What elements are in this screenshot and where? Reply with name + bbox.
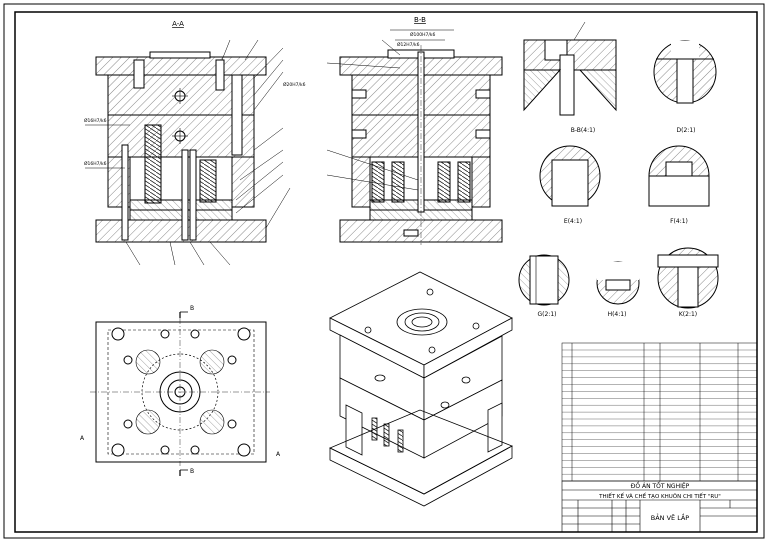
- bom-rows: [562, 349, 757, 475]
- detail-d-view: D(2:1): [653, 40, 717, 134]
- detail-bb-view: B-B(4:1): [523, 21, 617, 134]
- inner-border: [14, 11, 758, 533]
- detail-e-view: E(4:1): [539, 145, 601, 225]
- dim-d5: Ø100H7/k6: [410, 31, 436, 38]
- section-aa-label: A-A: [172, 20, 184, 28]
- detail-f-view: F(4:1): [648, 145, 710, 225]
- section-aa-view: A-A: [84, 20, 306, 266]
- dim-d4: Ø12H7/k6: [397, 41, 420, 48]
- detail-k-view: K(2:1): [657, 247, 719, 318]
- cut-mark-top: B: [190, 305, 194, 312]
- title-line2: THIẾT KẾ VÀ CHẾ TẠO KHUÔN CHI TIẾT "RU": [598, 492, 721, 500]
- title-block: [561, 480, 758, 533]
- detail-d-label: D(2:1): [677, 127, 696, 134]
- cut-mark-right: A: [276, 451, 281, 458]
- detail-g-label: G(2:1): [538, 311, 557, 318]
- section-bb-view: B-B Ø100H7/k6 Ø12H7/k6: [326, 16, 503, 245]
- detail-bb-label: B-B(4:1): [571, 127, 596, 134]
- detail-f-label: F(4:1): [670, 218, 688, 225]
- drawing-type: BẢN VẼ LẮP: [651, 512, 690, 522]
- dim-d3: Ø16H7/k6: [84, 160, 107, 167]
- outer-border: [3, 3, 765, 539]
- section-bb-label: B-B: [414, 16, 426, 24]
- title-line1: ĐỒ ÁN TỐT NGHIỆP: [631, 481, 690, 490]
- cut-mark-left: A: [80, 435, 85, 442]
- dim-d2: Ø16H7/k6: [84, 117, 107, 124]
- cut-mark-bottom: B: [190, 468, 194, 475]
- isometric-view: [329, 271, 513, 507]
- detail-k-label: K(2:1): [679, 311, 697, 318]
- detail-h-view: H(4:1): [596, 261, 640, 318]
- detail-e-label: E(4:1): [564, 218, 582, 225]
- detail-h-label: H(4:1): [608, 311, 627, 318]
- dim-d1: Ø20H7/k6: [283, 81, 306, 88]
- plan-view: B B A A: [80, 305, 281, 476]
- detail-g-view: G(2:1): [518, 254, 570, 318]
